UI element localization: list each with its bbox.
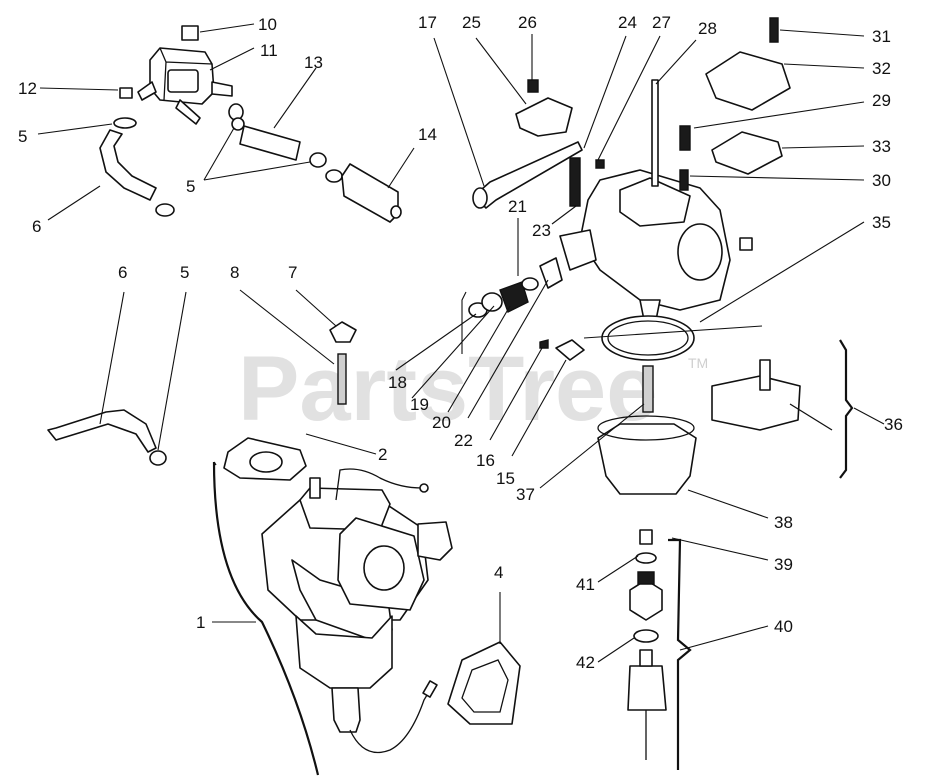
part-42-washer[interactable] [633,629,659,643]
callout-25: 25 [462,13,481,32]
watermark-text: PartsTree [238,338,657,440]
part-8-stud[interactable] [337,353,347,405]
callout-4: 4 [494,563,503,582]
callout-27: 27 [652,13,671,32]
fuel-pump-group [99,25,402,223]
part-33-gasket[interactable] [711,131,783,175]
callout-14: 14 [418,125,437,144]
bowl-group [597,315,833,495]
callout-10: 10 [258,15,277,34]
callout-26: 26 [518,13,537,32]
callout-29: 29 [872,91,891,110]
callout-8: 8 [230,263,239,282]
part-22-lever[interactable] [539,257,563,289]
callout-13: 13 [304,53,323,72]
callout-42: 42 [576,653,595,672]
callout-33: 33 [872,137,891,156]
part-41-washer[interactable] [635,552,657,564]
bracket-36 [839,339,854,479]
part-35-o-ring[interactable] [601,315,695,361]
callout-22: 22 [454,431,473,450]
callout-23: 23 [532,221,551,240]
part-28-rod[interactable] [651,79,659,187]
part-32-cover[interactable] [705,51,791,111]
callout-24: 24 [618,13,637,32]
part-29-screw[interactable] [679,125,691,151]
callout-5-c: 5 [180,263,189,282]
callout-30: 30 [872,171,891,190]
callout-20: 20 [432,413,451,432]
carburetor-body[interactable] [559,79,753,321]
throttle-parts [468,79,605,361]
callout-39: 39 [774,555,793,574]
callout-17: 17 [418,13,437,32]
callout-labels: 10 11 12 13 5 14 5 6 6 5 8 7 2 1 4 17 25… [18,13,903,672]
callout-11: 11 [260,41,278,60]
part-21-ring[interactable] [521,277,539,291]
callout-41: 41 [576,575,595,594]
callout-5-b: 5 [186,177,195,196]
part-25-throttle-plate[interactable] [515,97,573,137]
watermark: PartsTree TM [238,338,708,440]
callout-35: 35 [872,213,891,232]
leader-lines [37,23,885,663]
left-loose-parts [47,321,357,481]
part-5-clamp-b[interactable] [149,450,167,466]
part-24-plug[interactable] [595,159,605,169]
watermark-trademark: TM [688,355,708,371]
callout-7: 7 [288,263,297,282]
callout-2: 2 [378,445,387,464]
part-10-cap[interactable] [181,25,199,41]
callout-31: 31 [872,27,891,46]
part-39-screw[interactable] [639,529,653,545]
part-23-idle-screw[interactable] [569,157,581,207]
part-40-solenoid[interactable] [627,665,667,711]
part-31-screw[interactable] [769,17,779,43]
part-17-throttle-shaft[interactable] [473,141,583,209]
bottom-fittings [627,529,692,770]
callout-36: 36 [884,415,903,434]
callout-28: 28 [698,19,717,38]
part-26-screw[interactable] [527,79,539,93]
callout-12: 12 [18,79,37,98]
part-36-float[interactable] [711,375,801,431]
callout-21: 21 [508,197,527,216]
part-37-main-jet[interactable] [642,365,654,413]
part-7-nut[interactable] [329,321,357,343]
callout-1: 1 [196,613,205,632]
part-15-bracket[interactable] [555,339,585,361]
callout-37: 37 [516,485,535,504]
part-16-screw[interactable] [539,339,549,349]
part-20-spring[interactable] [499,281,529,313]
part-1-carburetor-assembly[interactable] [212,461,453,776]
callout-38: 38 [774,513,793,532]
callout-16: 16 [476,451,495,470]
callout-19: 19 [410,395,429,414]
callout-15: 15 [496,469,515,488]
part-19-seal[interactable] [481,292,503,312]
callout-6-b: 6 [118,263,127,282]
part-5-clamp-a[interactable] [113,117,137,129]
callout-5-a: 5 [18,127,27,146]
part-6-fuel-line-a[interactable] [99,129,157,201]
part-6-fuel-line-b[interactable] [47,409,157,453]
callout-40: 40 [774,617,793,636]
part-30-spring[interactable] [679,169,689,191]
part-14-fuel-filter[interactable] [341,163,399,223]
callout-18: 18 [388,373,407,392]
top-covers [679,17,791,175]
part-13-fuel-line[interactable] [239,125,301,161]
part-38-float-bowl[interactable] [597,423,697,495]
callout-32: 32 [872,59,891,78]
callout-6-a: 6 [32,217,41,236]
part-12-fitting[interactable] [119,87,133,99]
